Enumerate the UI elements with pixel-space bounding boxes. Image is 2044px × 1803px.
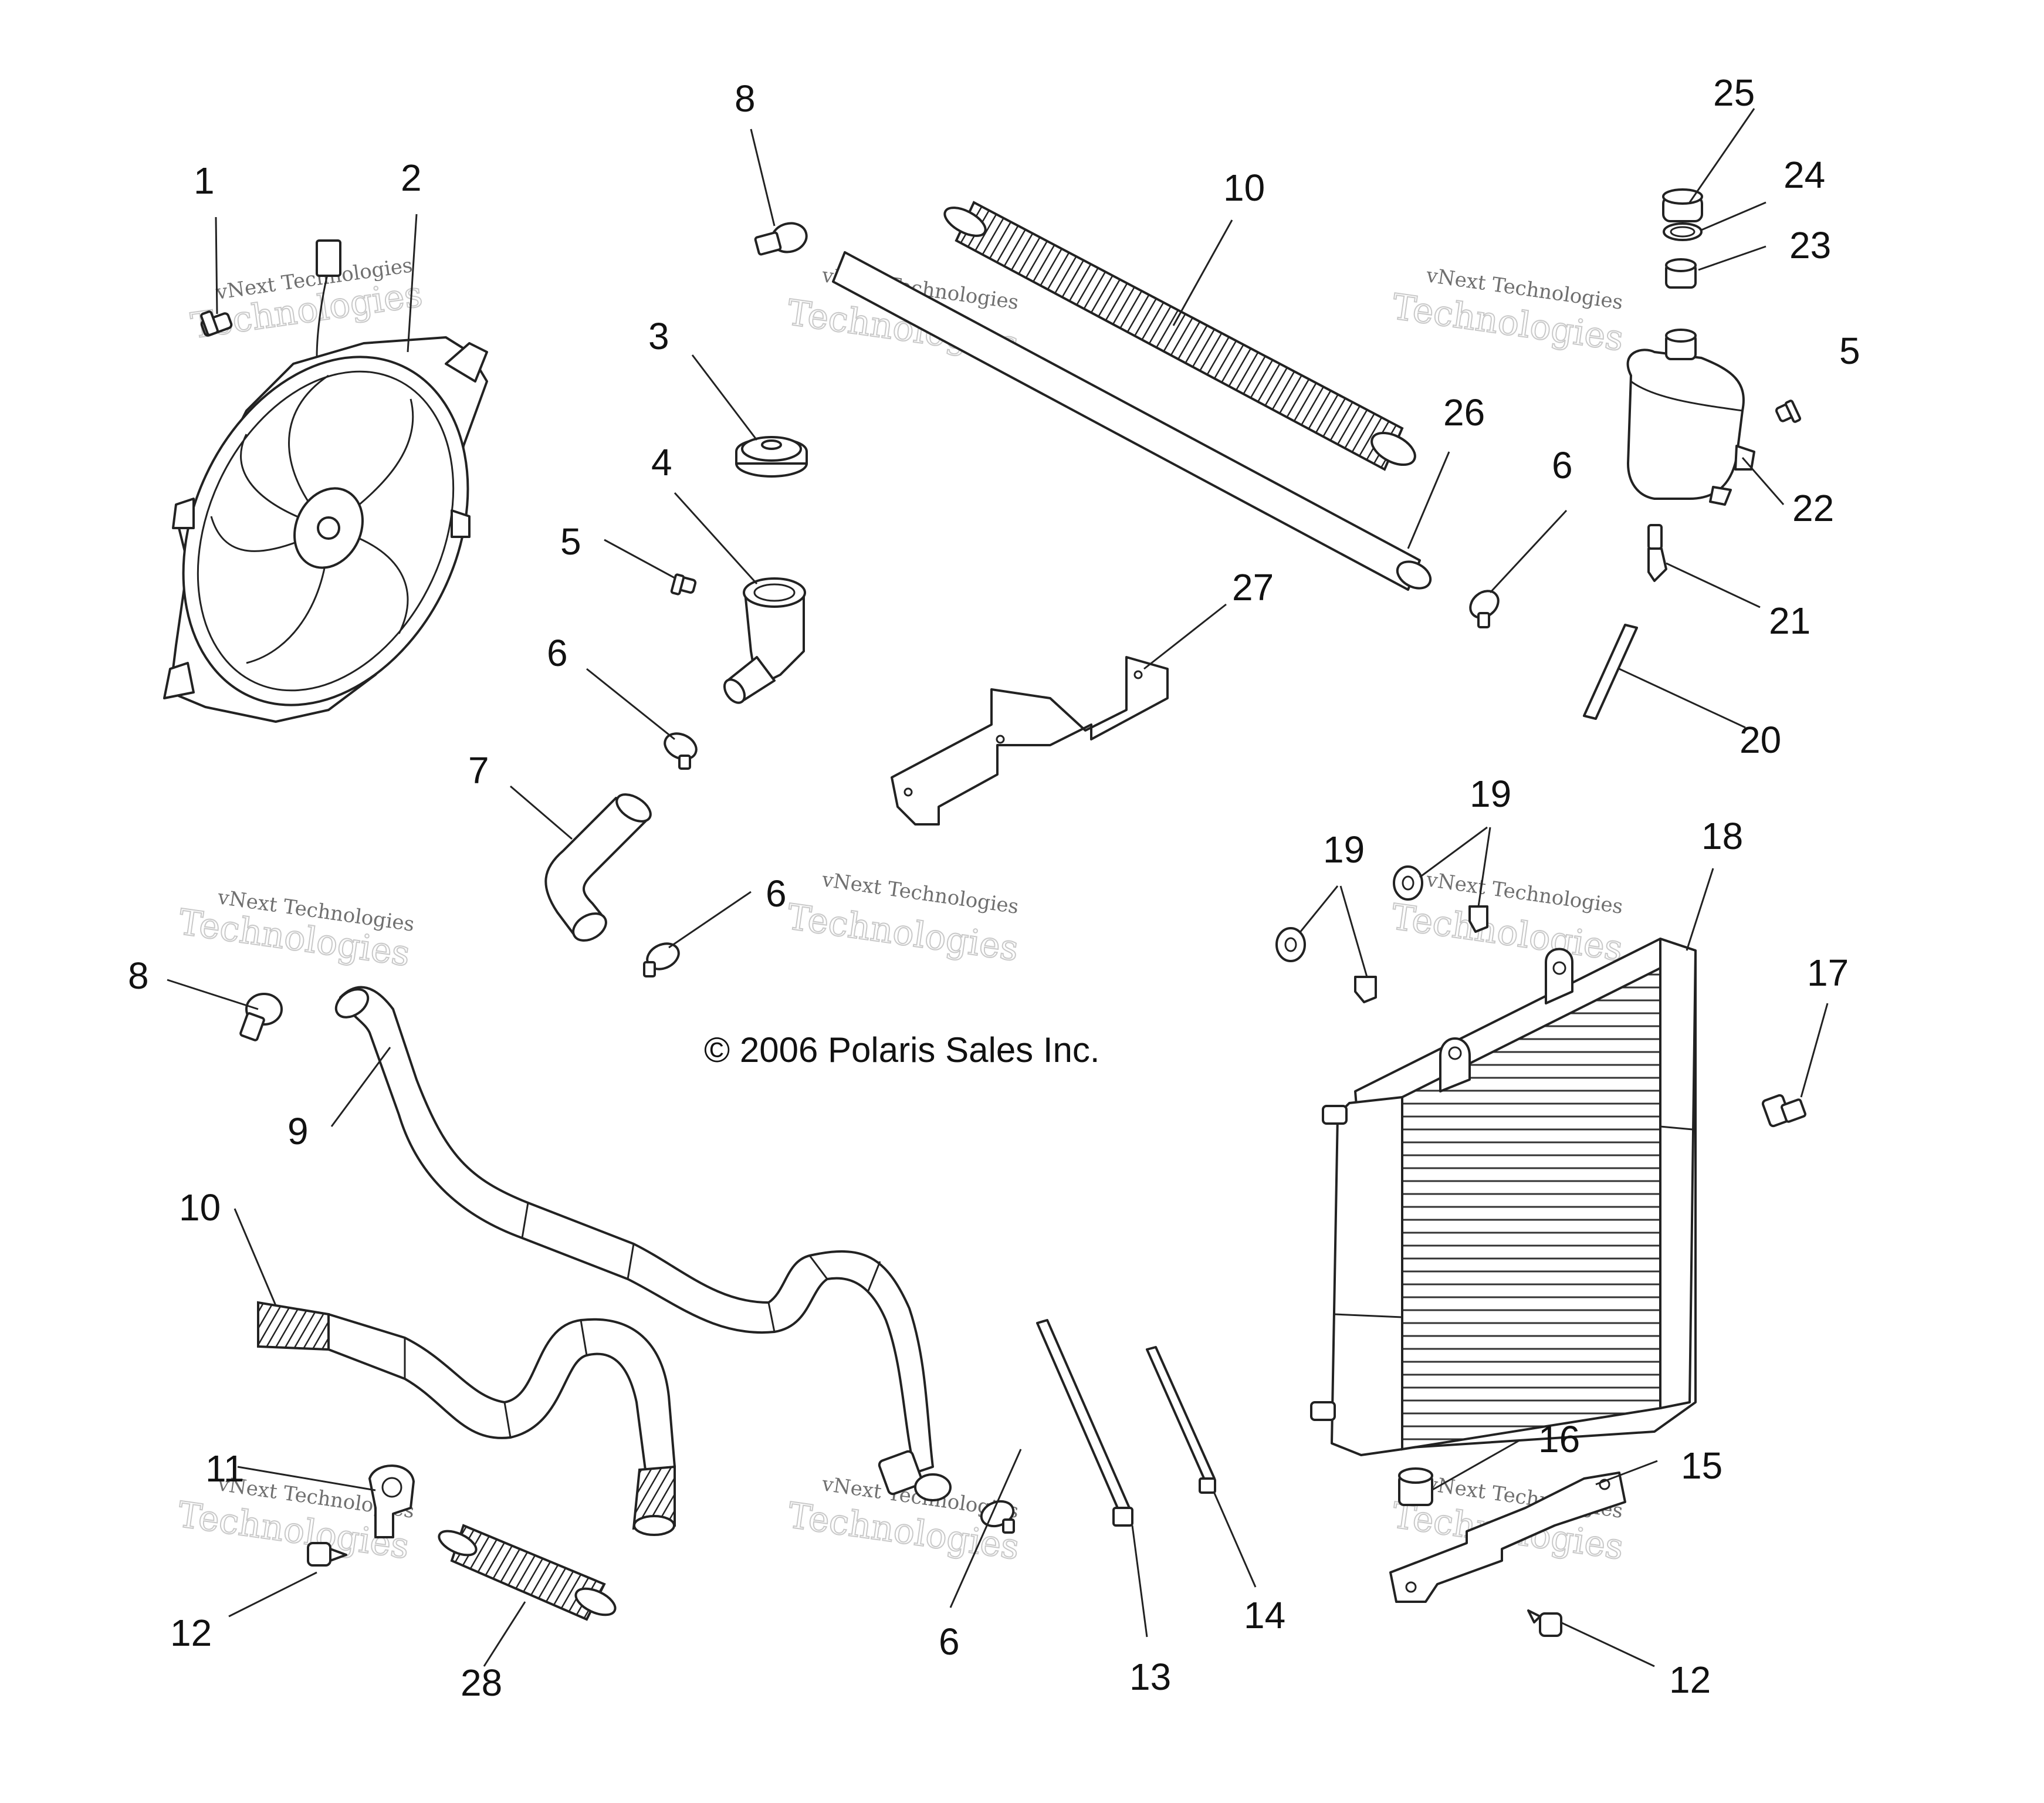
callout-19: 19 [1323,828,1365,871]
callout-12: 12 [170,1612,212,1654]
leader-lines [167,108,1829,1667]
callout-20: 20 [1740,719,1781,761]
callout-15: 15 [1681,1445,1722,1487]
part-8-clamp [754,222,808,256]
callout-5: 5 [1839,330,1860,372]
copyright-notice: © 2006 Polaris Sales Inc. [704,1030,1100,1070]
watermark: vNext Technologies Technologies [1389,263,1627,360]
part-21-fitting [1647,524,1667,582]
callout-12: 12 [1669,1659,1711,1701]
callout-7: 7 [468,749,489,791]
part-23-seal [1665,258,1697,289]
part-10-corrugated-sleeve [943,201,1416,471]
part-17-bolt [1761,1094,1806,1128]
callout-22: 22 [1792,487,1834,529]
callout-23: 23 [1789,224,1831,266]
part-20-tube [1583,624,1638,720]
part-8-clamp [239,993,283,1041]
callout-17: 17 [1807,952,1849,994]
part-14-cable-tie [1146,1346,1216,1494]
callout-6: 6 [939,1621,960,1663]
callout-16: 16 [1538,1418,1580,1460]
callout-6: 6 [1552,444,1573,486]
part-4-filler-neck [723,577,806,704]
callout-4: 4 [651,441,672,483]
part-6-clamp [1469,590,1500,628]
callout-5: 5 [560,520,581,563]
callout-2: 2 [401,157,422,199]
part-9-hose [334,986,952,1501]
part-24-gasket [1663,222,1703,241]
part-27-bracket [891,656,1169,826]
callout-13: 13 [1129,1656,1171,1698]
part-19-grommet [1275,927,1306,962]
callout-28: 28 [461,1662,502,1704]
part-12-rivet [1527,1609,1562,1637]
part-6-clamp [664,732,698,770]
watermark: vNext Technologies Technologies [784,868,1021,970]
part-1-screw [200,310,233,337]
callout-11: 11 [205,1447,244,1490]
part-19-fastener [1354,976,1377,1003]
part-3-radiator-cap [735,436,808,478]
part-28-corrugated-sleeve [438,1524,617,1621]
callout-10: 10 [1223,167,1265,209]
callout-6: 6 [766,872,787,915]
part-11-clip [368,1464,415,1538]
callout-14: 14 [1244,1594,1285,1636]
callout-19: 19 [1470,773,1511,815]
callout-25: 25 [1713,72,1755,114]
callout-3: 3 [648,315,669,357]
callout-21: 21 [1769,600,1811,642]
part-26-tube [832,251,1432,591]
callout-labels: 1 2 3 4 5 5 6 6 6 6 7 8 8 9 10 10 11 12 … [128,72,1860,1704]
part-15-bracket [1389,1472,1626,1603]
part-5-screw [1775,400,1802,423]
part-16-grommet [1398,1467,1433,1506]
callout-8: 8 [735,77,756,120]
part-5-screw [670,573,697,596]
part-7-elbow-hose [544,793,652,942]
callout-9: 9 [287,1110,309,1152]
part-6-clamp [643,942,680,977]
callout-18: 18 [1701,815,1743,857]
callout-10: 10 [179,1186,221,1229]
part-10-hose [257,1301,676,1536]
part-19-fastener [1468,905,1488,933]
callout-26: 26 [1443,391,1485,434]
part-2-cooling-fan [163,239,488,723]
part-12-rivet [307,1542,347,1567]
watermark: vNext Technologies Technologies [188,253,425,347]
watermark: vNext Technologies Technologies [1388,868,1626,970]
part-19-grommet [1393,865,1423,901]
callout-1: 1 [194,160,215,202]
callout-27: 27 [1232,566,1274,608]
part-18-radiator [1310,938,1697,1456]
callout-8: 8 [128,955,149,997]
callout-24: 24 [1784,154,1825,196]
callout-6: 6 [547,632,568,674]
part-22-reservoir [1626,329,1755,506]
part-13-cable-tie [1036,1319,1133,1527]
watermark: vNext Technologies Technologies [175,885,416,975]
